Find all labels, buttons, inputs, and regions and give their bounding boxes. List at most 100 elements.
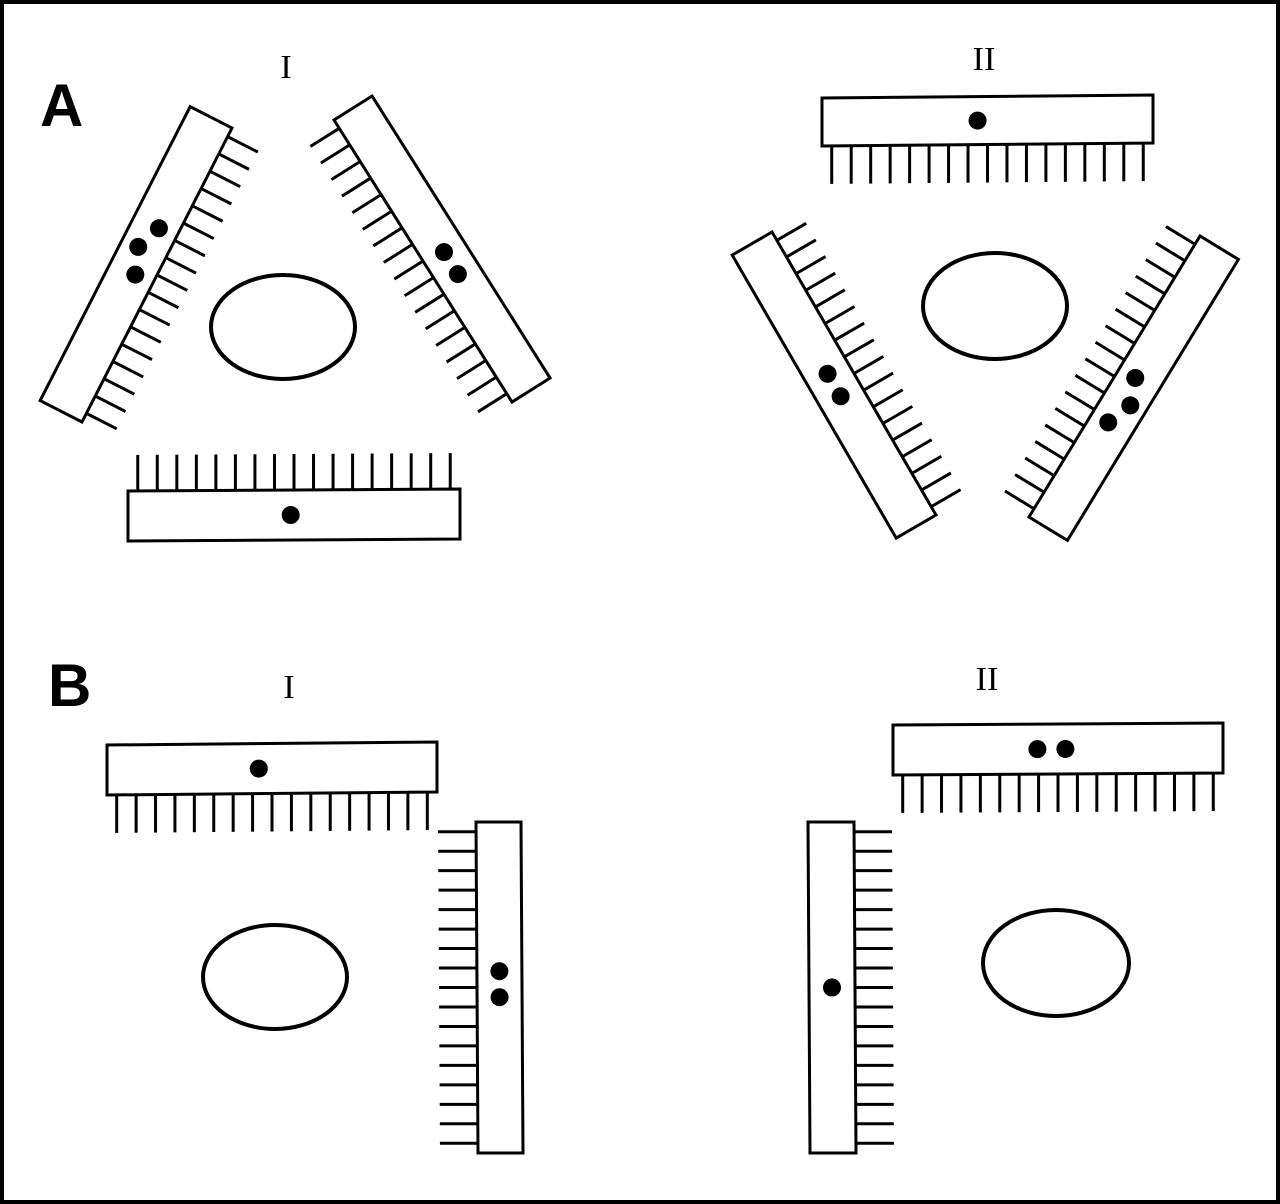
cilium	[403, 276, 435, 297]
numeral-b-ii: II	[976, 661, 999, 698]
bar-body	[105, 740, 439, 797]
cilium	[1084, 357, 1116, 378]
cilium	[218, 152, 250, 171]
cilium	[309, 127, 341, 148]
cilium	[200, 187, 233, 206]
cilium	[165, 256, 197, 275]
cilium	[351, 193, 382, 215]
cilium	[1014, 473, 1045, 494]
cilium	[814, 288, 846, 309]
cilium	[103, 377, 136, 396]
cilium	[901, 438, 933, 459]
panel-label-b: B	[48, 652, 91, 719]
cilium	[477, 392, 508, 414]
basal-dot	[818, 364, 837, 383]
bar-b-ii-1	[891, 721, 1225, 813]
cilium	[911, 455, 943, 475]
basal-dot	[129, 237, 148, 256]
cilium	[862, 371, 894, 392]
cilium	[435, 326, 466, 347]
bar-a-i-1	[38, 104, 259, 431]
basal-dot	[249, 759, 268, 778]
bar-body	[1026, 233, 1241, 543]
cilium	[330, 160, 361, 181]
cilium	[805, 271, 836, 292]
cilium	[424, 309, 456, 331]
basal-dot	[1126, 368, 1145, 387]
cilium	[853, 355, 885, 375]
basal-dot	[1121, 396, 1140, 415]
nucleus-a-i	[209, 273, 357, 381]
cilium	[147, 290, 180, 310]
basal-dot	[281, 506, 300, 525]
cilium	[1134, 274, 1166, 296]
cilium	[795, 255, 827, 275]
cilium	[121, 342, 153, 361]
bar-a-ii-3	[1004, 225, 1241, 543]
cilium	[1145, 258, 1176, 279]
cilium	[1004, 489, 1035, 511]
cilium	[930, 488, 962, 508]
bar-a-ii-1	[820, 93, 1155, 184]
nucleus-b-i	[201, 923, 349, 1031]
cilium	[1094, 340, 1126, 362]
cilium	[466, 375, 498, 397]
cilium	[1165, 225, 1196, 246]
cilium	[372, 226, 403, 248]
cilium	[1064, 390, 1096, 411]
cilium	[320, 143, 351, 165]
cilium	[94, 394, 127, 413]
basal-dot	[823, 978, 841, 997]
cilium	[414, 292, 445, 314]
cilium	[1104, 324, 1136, 345]
bar-a-ii-2	[730, 221, 962, 541]
basal-dot	[490, 962, 509, 981]
bar-body	[38, 104, 235, 425]
basal-dot	[1099, 413, 1118, 432]
cilium	[445, 342, 477, 364]
bar-a-i-3	[126, 453, 462, 543]
cilium	[1054, 407, 1086, 428]
numeral-a-ii: II	[973, 41, 996, 78]
cilium	[182, 221, 215, 240]
cilium	[382, 243, 414, 264]
basal-dot	[831, 387, 850, 406]
basal-dot	[1028, 740, 1047, 759]
cilium	[456, 359, 487, 380]
cilium	[833, 321, 865, 342]
cilium	[785, 238, 817, 259]
cilium	[1024, 456, 1055, 477]
cilium	[1074, 374, 1106, 395]
cilium	[191, 204, 224, 223]
bar-b-ii-2	[806, 820, 894, 1155]
cilium	[138, 308, 171, 327]
cilium	[920, 471, 952, 492]
bar-b-i-2	[438, 820, 525, 1155]
panel-label-a: A	[40, 72, 83, 139]
cilium	[1124, 291, 1156, 312]
cilium	[341, 176, 372, 198]
cilium	[824, 305, 856, 325]
cilium	[156, 273, 188, 292]
cilium	[393, 259, 424, 281]
cilium	[129, 325, 162, 344]
cilium	[209, 169, 241, 189]
bars-layer	[38, 93, 1241, 1155]
basal-dot	[1056, 739, 1075, 758]
basal-dot	[490, 988, 509, 1007]
basal-dot	[448, 265, 467, 284]
cilium	[891, 421, 923, 442]
nucleus-a-ii	[921, 251, 1069, 361]
cilium	[882, 405, 914, 425]
nucleus-b-ii	[981, 908, 1131, 1018]
cilium	[1044, 423, 1076, 444]
cilium	[1114, 307, 1146, 329]
bar-a-i-2	[309, 93, 553, 414]
basal-dot	[149, 219, 168, 238]
cilium	[173, 239, 206, 258]
cilium	[362, 209, 393, 231]
cilium	[776, 221, 807, 242]
cilium	[843, 338, 875, 359]
bar-body	[820, 93, 1155, 148]
